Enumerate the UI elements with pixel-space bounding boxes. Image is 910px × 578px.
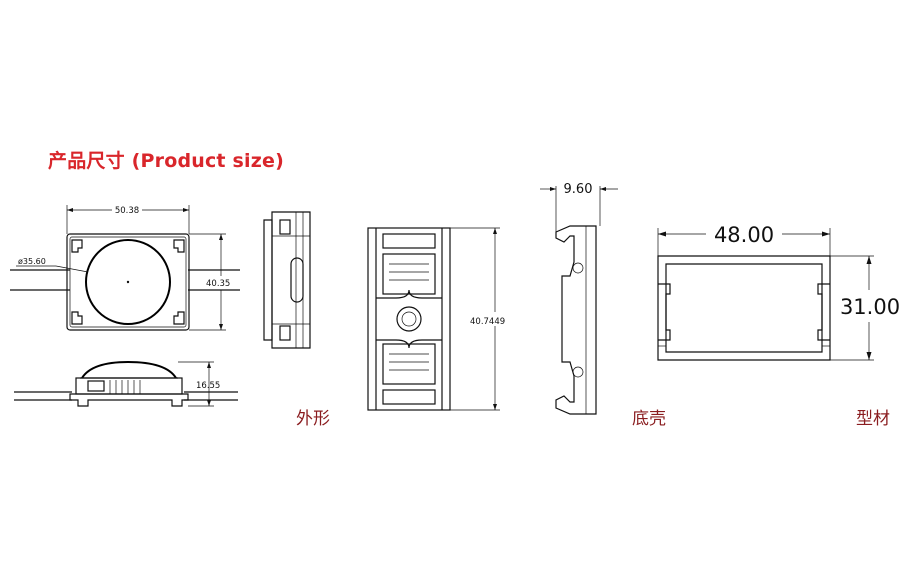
side-view-drawing: 16.55 [14,360,238,407]
dim-base-length: 40.7449 [470,317,505,327]
dim-lens-diameter: ø35.60 [18,257,46,266]
dim-profile-width: 48.00 [714,223,774,247]
dim-shell-depth: 9.60 [564,182,593,197]
base-view-drawing: 40.7449 [367,227,505,411]
dim-width-front: 50.38 [115,206,139,216]
dim-profile-height: 31.00 [840,295,900,319]
caption-base-shell: 底壳 [632,409,666,429]
edge-view-drawing [263,211,311,349]
page-title: 产品尺寸 (Product size) [48,150,284,172]
dim-side-height: 16.55 [196,381,220,391]
dim-height-front: 40.35 [206,279,230,289]
front-view-drawing: 50.38 40.35 ø35.60 [10,205,240,331]
caption-profile: 型材 [856,409,890,429]
shell-section-drawing: 9.60 [540,182,618,415]
caption-appearance: 外形 [296,409,330,429]
profile-drawing: 48.00 31.00 [657,223,900,361]
